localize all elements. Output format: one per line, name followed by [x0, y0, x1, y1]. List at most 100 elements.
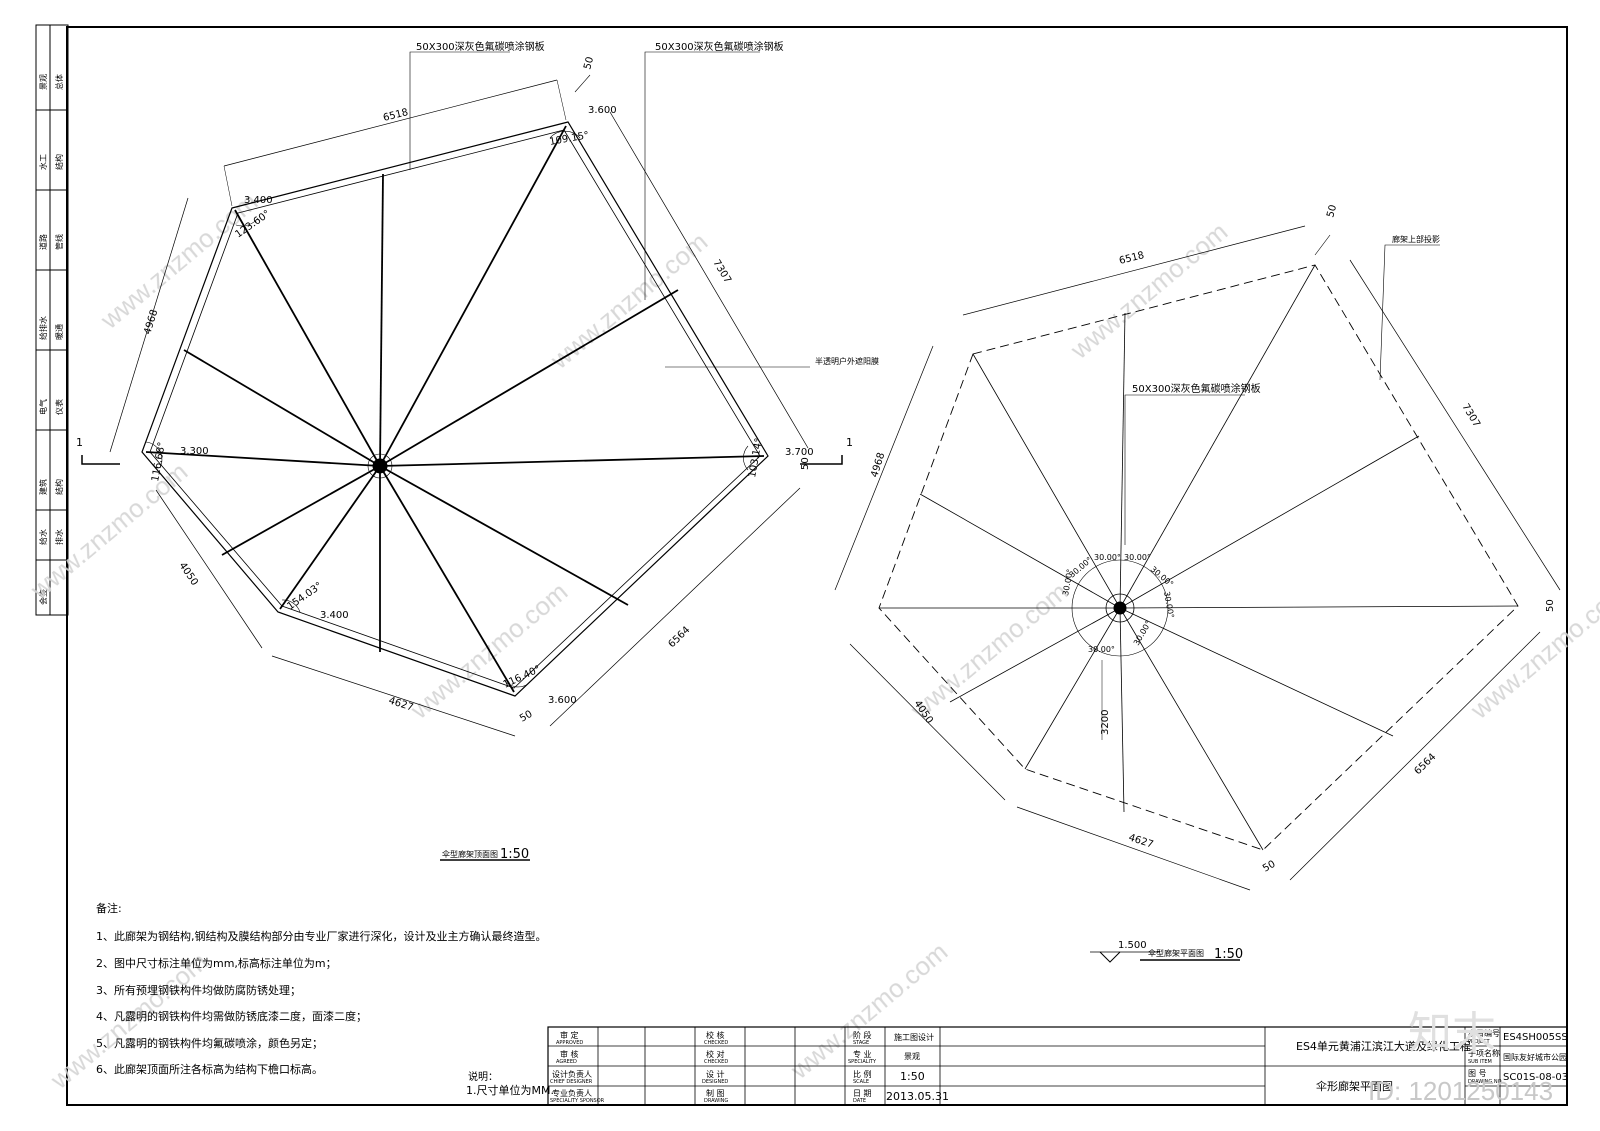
right-plan-labels: 廊架上部投影 50X300深灰色氟碳喷涂钢板 6518 7307 4968 40… [869, 204, 1556, 962]
left-plan-labels: 50X300深灰色氟碳喷涂钢板 50X300深灰色氟碳喷涂钢板 半透明户外遮阳膜… [76, 40, 879, 862]
tb-chief: 设计负责人 [552, 1069, 592, 1079]
tb-proj-no-val: ES4SH005SS [1503, 1032, 1568, 1043]
plan-hub [1105, 593, 1135, 623]
strip-text: 排水 [54, 529, 64, 545]
tb-specialty: 专 业 [853, 1049, 872, 1059]
tb-stage-val: 施工图设计 [894, 1032, 934, 1042]
dim-50: 50 [518, 709, 535, 725]
tb-date: 日 期 [853, 1089, 872, 1098]
tb-sponsor-en: SPECIALITY SPONSOR [550, 1098, 605, 1104]
elevation-label: 3.600 [548, 695, 577, 706]
tb-chief-en: CHIEF DESIGNER [550, 1079, 593, 1085]
right-floor-plan [834, 225, 1561, 963]
center-hub [372, 458, 388, 474]
strip-text: 给排水 [38, 316, 48, 340]
tb-designed: 设 计 [706, 1069, 725, 1079]
watermark-url: www.znzmo.com [904, 576, 1073, 725]
left-roof-plan [81, 51, 843, 861]
tb-subitem-en: SUB ITEM [1468, 1059, 1492, 1065]
tb-stage: 阶 段 [853, 1030, 872, 1040]
tb-scale: 比 例 [853, 1069, 872, 1079]
title-block [547, 1026, 1568, 1106]
watermark-url: www.znzmo.com [544, 226, 713, 375]
callout-projection: 廊架上部投影 [1392, 234, 1440, 244]
dim-50: 50 [1261, 859, 1278, 875]
elevation-label: 3.400 [320, 610, 349, 621]
elevation-label: 3.300 [180, 446, 209, 457]
strip-text: 管线 [54, 234, 64, 250]
tb-scale-en: SCALE [853, 1079, 869, 1085]
tb-sponsor: 专业负责人 [552, 1088, 592, 1098]
note-item: 6、此廊架顶面所注各标高为结构下檐口标高。 [96, 1062, 323, 1076]
tb-checked: 校 对 [706, 1049, 725, 1059]
dim-6518: 6518 [1118, 250, 1145, 267]
dim-7307: 7307 [1459, 402, 1482, 429]
tb-dwg-no-val: SC01S-08-03 [1503, 1072, 1568, 1083]
callout-steel-plate: 50X300深灰色氟碳喷涂钢板 [655, 40, 784, 53]
tb-date-en: DATE [853, 1098, 866, 1104]
dim-4968: 4968 [142, 308, 160, 336]
watermark-url: www.znzmo.com [1464, 576, 1600, 725]
dim-7307: 7307 [710, 258, 733, 285]
angle-label: 30.00° [1094, 553, 1121, 562]
dim-6564: 6564 [1412, 752, 1438, 778]
note-item: 3、所有预埋钢铁构件均做防腐防锈处理； [96, 983, 301, 997]
dim-3200: 3200 [1100, 710, 1111, 735]
elevation-label: 1.500 [1118, 940, 1147, 951]
tb-agreed: 审 核 [560, 1049, 579, 1059]
tb-subitem-label: 子项名称 [1468, 1048, 1500, 1058]
tb-specialty-en: SPECIALITY [848, 1059, 877, 1065]
elevation-label: 3.700 [785, 447, 814, 458]
strip-text: 结构 [54, 154, 64, 170]
angle-label: 30.00° [1124, 553, 1151, 562]
tb-dwg-no-label: 图 号 [1468, 1069, 1487, 1078]
strip-text: 暖通 [54, 324, 64, 340]
strip-text: 总体 [54, 74, 64, 90]
tb-scale-val: 1:50 [900, 1070, 925, 1083]
dim-4968: 4968 [869, 451, 887, 479]
angle-label: 154.03° [285, 581, 324, 613]
plan-ribs [879, 264, 1519, 851]
tb-checked-en: CHECKED [704, 1040, 728, 1046]
angle-label: 30.00° [1162, 591, 1176, 619]
section-mark: 1 [846, 436, 853, 449]
notes-heading: 备注: [96, 901, 122, 915]
watermark-url: www.znzmo.com [24, 456, 193, 605]
angle-label: 30.00° [1061, 568, 1075, 596]
tb-designed-en: DESIGNED [702, 1079, 728, 1085]
strip-text: 景观 [39, 74, 48, 90]
dim-50: 50 [1325, 204, 1339, 219]
strip-text: 建筑 [38, 479, 48, 495]
angle-label: 30.00° [1088, 645, 1115, 654]
note-item: 5、凡露明的钢铁构件均氟碳喷涂，颜色另定； [96, 1036, 323, 1050]
watermark-id: ID: 1201250143 [1368, 1076, 1553, 1106]
tb-agreed-en: AGREED [556, 1059, 577, 1065]
dim-50: 50 [582, 56, 596, 71]
explain-text: 1.尺寸单位为MM. [466, 1083, 554, 1097]
tb-drawing-en: DRAWING [704, 1098, 728, 1104]
right-plan-title: 伞型廊架平面图 [1148, 948, 1204, 958]
callout-membrane: 半透明户外遮阳膜 [815, 356, 879, 366]
callout-steel-plate: 50X300深灰色氟碳喷涂钢板 [1132, 382, 1261, 395]
tb-specialty-val: 景观 [904, 1052, 920, 1061]
frame-border [66, 26, 1568, 1106]
angle-label: 109.15° [549, 130, 590, 148]
dim-6564: 6564 [666, 625, 692, 651]
angle-circle [1071, 559, 1169, 657]
brand-watermark: 知末 ID: 1201250143 [1368, 1008, 1553, 1106]
side-strip: 景观 总体 水工 结构 道路 管线 给排水 暖通 电气 仪表 建筑 结构 给水 … [36, 25, 68, 615]
tb-proj-no-label: 项目编号 [1468, 1028, 1500, 1038]
strip-text: 电气 [38, 399, 48, 415]
tb-approved-en: APPROVED [556, 1040, 583, 1046]
dim-50: 50 [1545, 599, 1556, 612]
tb-approved: 审 定 [560, 1030, 579, 1040]
callout-steel-plate: 50X300深灰色氟碳喷涂钢板 [416, 40, 545, 53]
explain-label: 说明： [468, 1070, 498, 1083]
tb-subitem-val: 国际友好城市公园 [1503, 1052, 1567, 1062]
tb-stage-en: STAGE [853, 1040, 869, 1046]
strip-text: 会签 [38, 589, 48, 605]
elevation-label: 3.600 [588, 105, 617, 116]
tb-drawing-title: 伞形廊架平面图 [1316, 1079, 1393, 1093]
elevation-label: 3.400 [244, 195, 273, 206]
